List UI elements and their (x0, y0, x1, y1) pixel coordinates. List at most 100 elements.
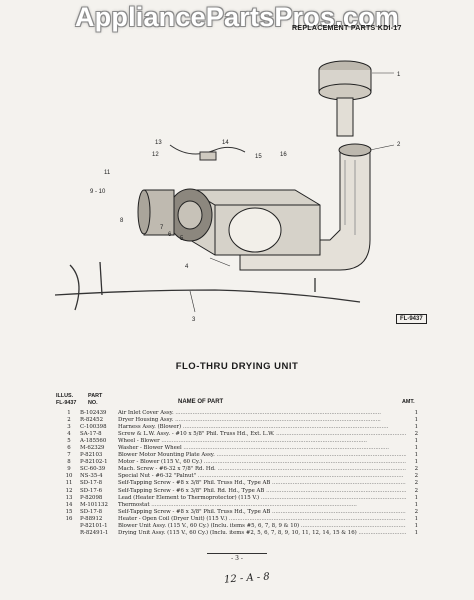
callout-3: 3 (192, 317, 196, 323)
cell-amt: 1 (414, 452, 418, 459)
callout-9-10: 9 - 10 (90, 189, 106, 195)
cell-amt: 1 (414, 522, 418, 529)
callout-7: 7 (160, 225, 164, 231)
callout-5: 5 (180, 236, 184, 242)
table-row: 8 P-82102-1 Motor - Blower (115 V., 60 Cy.… (58, 459, 418, 466)
callout-11: 11 (104, 170, 111, 176)
cell-part: SD-17-8 (80, 480, 103, 487)
table-row: 4 SA-17-8 Screw & L.W. Assy. - #10 x 5/8" … (58, 431, 418, 438)
callout-13: 13 (155, 140, 162, 146)
cell-item: 2 (67, 417, 71, 424)
callout-4: 4 (185, 264, 189, 270)
leader-dots: ........................................… (173, 417, 381, 424)
callout-12: 12 (152, 152, 159, 158)
leader-dots: ........................................… (196, 473, 404, 480)
callout-14: 14 (222, 140, 229, 146)
cell-amt: 1 (414, 459, 418, 466)
cell-part: P-82102-1 (80, 459, 108, 466)
cell-part: SA-17-8 (80, 431, 102, 438)
cell-name: Screw & L.W. Assy. - #10 x 5/8" Phil. Tr… (118, 431, 406, 438)
callout-8: 8 (120, 218, 124, 224)
figure-reference: FL-9437 (396, 314, 427, 324)
handwritten-note: 12 - A - 8 (223, 571, 271, 586)
cell-item: 4 (67, 431, 71, 438)
cell-name: Harness Assy. (Blower) .................… (118, 424, 389, 431)
cell-part: M-101132 (80, 501, 108, 508)
leader-dots: ........................................… (260, 494, 406, 501)
callout-15: 15 (255, 154, 262, 160)
leader-dots: ........................................… (181, 445, 390, 452)
cell-part: SD-17-8 (80, 508, 103, 515)
cell-amt: 2 (414, 466, 418, 473)
leader-dots: ........................................… (214, 452, 406, 459)
cell-amt: 1 (414, 501, 418, 508)
leader-dots: ........................................… (300, 522, 406, 529)
leader-dots: ........................................… (228, 515, 406, 522)
table-row: 7 P-82103 Blower Motor Mounting Plate Assy… (58, 452, 418, 459)
watermark: AppliancePartsPros.com (74, 2, 399, 32)
cell-item: 5 (67, 438, 71, 445)
cell-name: Special Nut - #6-32 "Palnut" ...........… (118, 473, 404, 480)
cell-name: Thermostat .............................… (118, 501, 357, 508)
leader-dots: ........................................… (202, 459, 406, 466)
cell-part: C-100398 (80, 424, 107, 431)
cell-name: Heater - Open Coil (Dryer Unit) (115 V.)… (118, 516, 406, 523)
leader-dots: ........................................… (181, 424, 389, 431)
cell-amt: 2 (414, 473, 418, 480)
cell-item (58, 523, 80, 530)
cell-name: Blower Motor Mounting Plate Assy. ......… (118, 452, 406, 459)
cell-name: Motor - Blower (115 V., 60 Cy.) ........… (118, 459, 406, 466)
cell-amt: 2 (414, 431, 418, 438)
cell-name: Lead (Heater Element to Thermoprotector)… (118, 495, 406, 502)
cell-name: Mach. Screw - #6-32 x 7/8" Rd. Hd. .....… (118, 466, 406, 473)
cell-name: Washer - Blower Wheel ..................… (118, 445, 390, 452)
cell-amt: 2 (414, 508, 418, 515)
exploded-parts-diagram: 1 2 3 4 5 6 7 8 9 - 10 11 12 13 14 15 16 (54, 60, 401, 323)
cell-name: Dryer Housing Assy. ....................… (118, 417, 381, 424)
cell-part: R-82452 (80, 417, 104, 424)
cell-amt: 1 (414, 494, 418, 501)
callout-16: 16 (280, 152, 287, 158)
col-header-amt: AMT. (402, 399, 415, 405)
table-row: 9 SC-60-39 Mach. Screw - #6-32 x 7/8" Rd. … (58, 466, 418, 473)
col-header-item: ILLUS. FL-9437 (56, 393, 77, 406)
callout-2: 2 (397, 142, 401, 148)
cell-name: Self-Tapping Screw - #8 x 3/8" Phil. Tru… (118, 480, 406, 487)
cell-part: NS-35-4 (80, 473, 103, 480)
leader-dots: ........................................… (272, 508, 406, 515)
cell-item: 8 (67, 459, 71, 466)
cell-item: 6 (67, 445, 71, 452)
cell-item: 11 (65, 480, 73, 487)
cell-part: M-62329 (80, 445, 105, 452)
cell-part: SC-60-39 (80, 466, 106, 473)
leader-dots: ........................................… (159, 438, 368, 445)
leader-dots: ........................................… (149, 501, 357, 508)
cell-item: 7 (67, 452, 71, 459)
leader-dots: ........................................… (272, 480, 406, 487)
cell-name: Wheel - Blower .........................… (118, 438, 368, 445)
cell-item: 9 (67, 466, 71, 473)
cell-part: R-82491-1 (80, 529, 109, 536)
col-header-name: NAME OF PART (178, 399, 224, 405)
callout-6: 6 (168, 232, 172, 238)
cell-amt: 1 (414, 417, 418, 424)
col-header-part: PART NO. (88, 393, 103, 406)
table-row: 2 R-82452 Dryer Housing Assy. ............… (58, 417, 418, 424)
table-row: 11 SD-17-8 Self-Tapping Screw - #8 x 3/8" … (58, 480, 418, 487)
leader-dots: ........................................… (215, 466, 406, 473)
cell-part: P-82103 (80, 452, 103, 459)
section-title: FLO-THRU DRYING UNIT (175, 361, 299, 372)
cell-name: Air Inlet Cover Assy. ..................… (118, 410, 382, 416)
leader-dots: ........................................… (276, 431, 406, 438)
cell-item: 1 (67, 410, 71, 416)
